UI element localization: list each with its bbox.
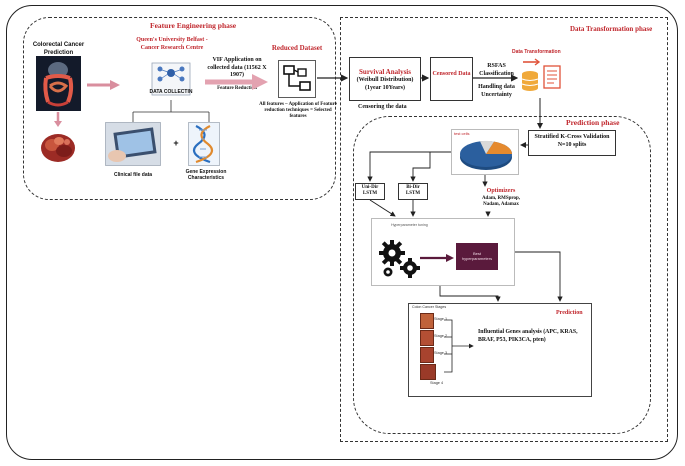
outer-frame <box>6 5 678 460</box>
stages-title: Colon Cancer Stages <box>412 305 447 309</box>
feature-reduction-label: Feature Reduction <box>217 86 257 91</box>
uni-lstm-label: Uni-Dir LSTM <box>361 185 379 196</box>
stage-4-label: Stage 4 <box>430 381 444 385</box>
plus-sign: + <box>173 138 179 148</box>
stage-4-thumb <box>420 364 436 380</box>
kfold-label: Stratified K-Cross Validation N=10 split… <box>534 134 610 148</box>
optimizers-list: Adam, RMSprop, Nadam, Adamax <box>481 196 521 207</box>
crc-label: Colorectal Cancer Prediction <box>32 42 85 56</box>
survival-subtitle: (Weibull Distribution) (1year 10Years) <box>356 77 414 91</box>
reduced-dataset-desc: All features – Application of Feature re… <box>259 102 337 119</box>
clinical-file-label: Clinical file data <box>114 172 153 178</box>
censored-data-box <box>430 57 473 101</box>
prediction-label: Prediction <box>556 310 583 316</box>
clinical-data-image <box>105 122 161 166</box>
optimizers-title: Optimizers <box>486 188 516 194</box>
queens-university-label: Queen's University Belfast -Cancer Resea… <box>136 37 208 51</box>
pie-chart-label: test cells <box>454 131 470 136</box>
transform-phase-title: Data Transformation phase <box>570 25 653 33</box>
censoring-label: Censoring the data <box>358 104 407 110</box>
handling-uncertainty-label: Handling data Uncertainty <box>478 84 515 98</box>
gears-icon <box>379 240 420 278</box>
stage-3-label: Stage 3 <box>434 351 448 355</box>
gene-expression-label: Gene Expression Characteristics <box>185 169 227 181</box>
prediction-panel <box>353 116 651 434</box>
feature-engineering-panel <box>23 17 336 200</box>
feature-phase-title: Feature Engineering phase <box>150 21 237 30</box>
survival-title: Survival Analysis <box>359 68 411 76</box>
kfold-box <box>528 130 616 156</box>
prediction-output-box <box>408 303 592 397</box>
best-hyperparameters-box <box>456 243 498 270</box>
stage-1-thumb <box>420 313 434 329</box>
rsfas-label: RSFAS Classification <box>479 63 514 77</box>
colon-anatomy-image <box>36 56 81 111</box>
reduced-dataset-icon <box>278 60 316 98</box>
pie-chart <box>460 140 513 170</box>
stage-3-thumb <box>420 347 434 363</box>
data-transformation-panel <box>340 17 668 442</box>
hyper-arrow <box>420 254 454 262</box>
hyper-tuning-label: Hyperparameter tuning <box>391 223 428 227</box>
data-collection-label: DATA COLLECTIN <box>149 89 193 95</box>
data-collection-icon <box>151 62 191 96</box>
bi-lstm-box[interactable] <box>398 183 428 200</box>
dna-image <box>188 122 220 166</box>
stage-2-thumb <box>420 330 434 346</box>
best-hyperparameters-label: Best hyperparameters <box>461 251 493 261</box>
data-transformation-icon <box>521 58 561 91</box>
prediction-phase-title: Prediction phase <box>566 118 620 127</box>
influential-genes-label: Influential Genes analysis (APC, KRAS, B… <box>478 329 578 343</box>
stage-1-label: Stage 1 <box>434 317 448 321</box>
tumor-image <box>41 134 75 162</box>
bi-lstm-label: Bi-Dir LSTM <box>405 185 421 196</box>
censored-data-label: Censored Data <box>432 71 471 77</box>
uni-lstm-box[interactable] <box>355 183 385 200</box>
reduced-dataset-title: Reduced Dataset <box>271 44 323 52</box>
stage-2-label: Stage 2 <box>434 334 448 338</box>
vif-text: VIF Application on collected data (11562… <box>207 57 267 78</box>
survival-analysis-box <box>349 57 421 101</box>
data-transformation-label: Data Transformation <box>512 49 561 55</box>
